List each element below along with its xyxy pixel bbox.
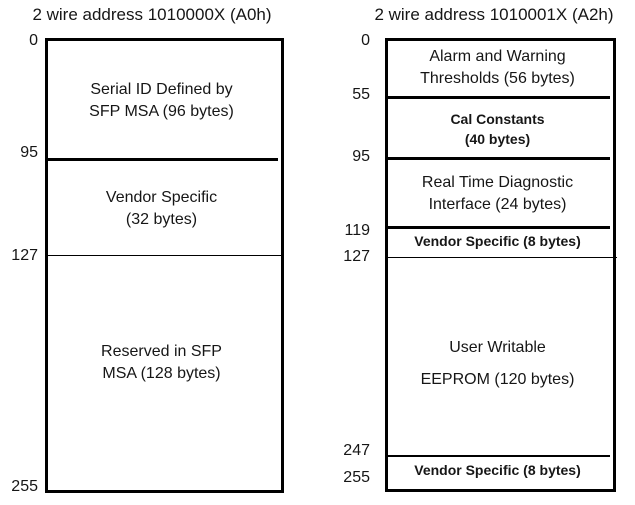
section-reserved-sfp-msa: Reserved in SFP MSA (128 bytes) <box>101 343 222 382</box>
section-serial-id: Serial ID Defined by SFP MSA (96 bytes) <box>89 81 234 120</box>
section-user-writable-line1: User Writable <box>449 339 546 356</box>
tick-label-a2h-119: 119 <box>344 222 370 239</box>
memory-box-a0h <box>45 38 284 493</box>
tick-label-a0h-95: 95 <box>20 144 38 161</box>
tick-label-a0h-255: 255 <box>11 478 38 495</box>
section-alarm-warning-thresholds: Alarm and Warning Thresholds (56 bytes) <box>420 48 575 87</box>
section-vendor-specific-a0h: Vendor Specific (32 bytes) <box>105 189 218 228</box>
tick-label-a2h-255: 255 <box>343 469 370 486</box>
section-user-writable-line2: EEPROM (120 bytes) <box>420 371 575 388</box>
boundary-line-95-a2h <box>385 157 610 160</box>
boundary-line-127-a0h <box>45 255 283 256</box>
tick-label-a0h-0: 0 <box>29 32 38 49</box>
section-vendor-specific-247: Vendor Specific (8 bytes) <box>414 462 581 478</box>
tick-label-a2h-0: 0 <box>361 32 370 49</box>
section-vendor-specific-119: Vendor Specific (8 bytes) <box>414 233 581 249</box>
tick-label-a2h-95: 95 <box>352 148 370 165</box>
section-cal-constants: Cal Constants (40 bytes) <box>450 111 545 147</box>
tick-label-a2h-55: 55 <box>352 86 370 103</box>
boundary-line-247-a2h <box>385 455 610 457</box>
section-real-time-diagnostic: Real Time Diagnostic Interface (24 bytes… <box>421 174 574 213</box>
boundary-line-127-a2h <box>385 257 617 258</box>
boundary-line-95-a0h <box>45 158 278 161</box>
address-title-a2h: 2 wire address 1010001X (A2h) <box>374 5 614 24</box>
address-title-a0h: 2 wire address 1010000X (A0h) <box>32 5 272 24</box>
tick-label-a2h-247: 247 <box>343 442 370 459</box>
tick-label-a2h-127: 127 <box>343 248 370 265</box>
tick-label-a0h-127: 127 <box>11 247 38 264</box>
memory-box-a2h <box>385 38 616 492</box>
boundary-line-119-a2h <box>385 226 610 229</box>
boundary-line-55-a2h <box>385 96 610 99</box>
